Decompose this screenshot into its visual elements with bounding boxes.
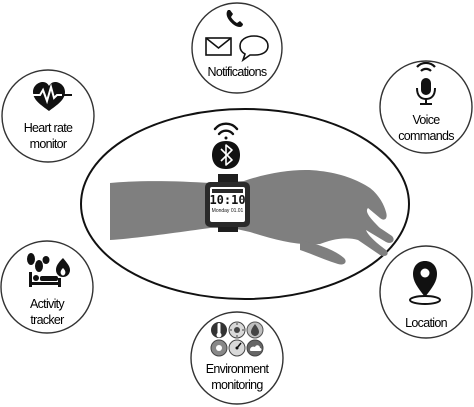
voice-commands-label: Voice commands	[398, 112, 454, 144]
voice-label-line2: commands	[398, 129, 454, 143]
environment-label-line2: monitoring	[211, 378, 263, 392]
sun-icon	[228, 321, 246, 339]
voice-label-line1: Voice	[412, 113, 440, 127]
humidity-icon	[246, 321, 264, 339]
pressure-icon	[228, 339, 246, 357]
environment-label-line1: Environment	[205, 362, 269, 376]
phone-icon	[226, 10, 243, 27]
thumb-shape	[300, 240, 346, 265]
watch-strap-top	[218, 174, 238, 184]
microphone-icon	[416, 61, 436, 105]
speech-bubble-icon	[239, 35, 269, 63]
wifi-signal-icon	[213, 122, 239, 140]
heart-rate-label-line2: monitor	[29, 137, 67, 151]
thermometer-icon	[211, 322, 227, 338]
location-label: Location	[405, 315, 447, 331]
notifications-label: Notifications	[207, 64, 268, 80]
voice-commands-circle	[379, 60, 473, 154]
heart-pulse-icon	[30, 82, 72, 111]
heart-rate-label-line1: Heart rate	[23, 121, 73, 135]
watch-screen	[210, 187, 245, 222]
activity-label-line2: tracker	[30, 313, 64, 327]
activity-label-line1: Activity	[30, 297, 65, 311]
bluetooth-icon	[212, 141, 240, 169]
notifications-circle	[191, 2, 283, 94]
location-label-text: Location	[405, 316, 447, 330]
footsteps-icon	[27, 253, 50, 272]
weather-icon	[246, 339, 264, 357]
watch-status-bar	[212, 189, 243, 193]
gauge-icon	[210, 339, 228, 357]
flame-icon	[56, 258, 70, 277]
hand-icon	[110, 170, 394, 257]
notifications-label-text: Notifications	[207, 65, 268, 79]
environment-monitoring-label: Environment monitoring	[205, 361, 269, 393]
heart-rate-circle	[1, 69, 95, 163]
envelope-icon	[205, 37, 232, 56]
watch-date: Monday 01.01	[211, 208, 244, 214]
bed-icon	[29, 272, 61, 287]
activity-tracker-circle	[0, 240, 94, 334]
activity-tracker-label: Activity tracker	[30, 296, 65, 328]
watch-time: 10:10	[209, 193, 246, 207]
map-pin-icon	[409, 261, 441, 305]
heart-rate-label: Heart rate monitor	[24, 120, 73, 152]
